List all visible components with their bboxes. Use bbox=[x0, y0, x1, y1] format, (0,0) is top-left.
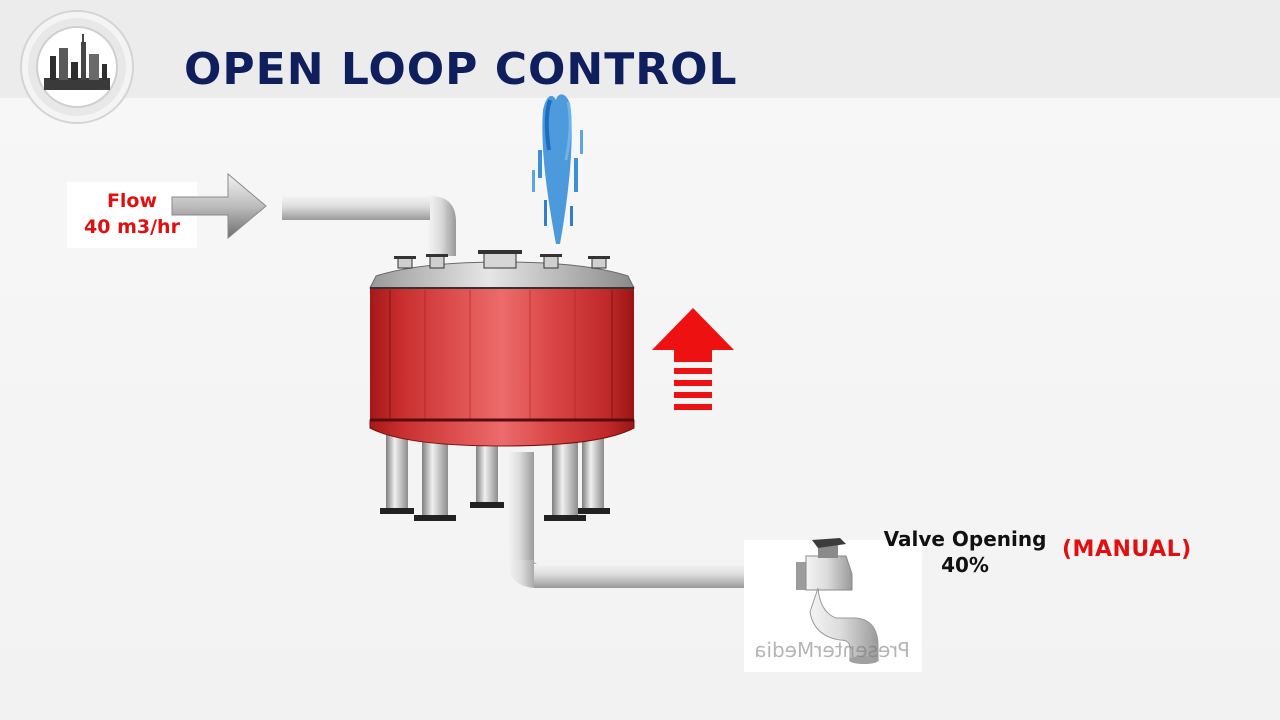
flow-label: Flow bbox=[106, 190, 158, 212]
valve-opening-value: 40% bbox=[941, 553, 989, 577]
arrow-right-icon bbox=[171, 172, 267, 240]
arrow-up-icon bbox=[652, 308, 734, 410]
water-overflow-icon bbox=[532, 94, 583, 244]
valve-label: Valve Opening 40% bbox=[880, 526, 1050, 578]
flow-value: 40 m3/hr bbox=[84, 216, 180, 238]
logo-badge bbox=[22, 12, 132, 122]
watermark-text: PresenterMedia bbox=[754, 638, 910, 662]
inlet-pipe bbox=[282, 196, 456, 256]
valve-opening-label: Valve Opening bbox=[883, 527, 1047, 551]
faucet-valve-icon bbox=[744, 538, 922, 672]
control-mode-label: (MANUAL) bbox=[1062, 537, 1192, 562]
page-title: OPEN LOOP CONTROL bbox=[184, 44, 738, 95]
refinery-logo-icon bbox=[36, 26, 118, 108]
tank bbox=[369, 250, 635, 447]
